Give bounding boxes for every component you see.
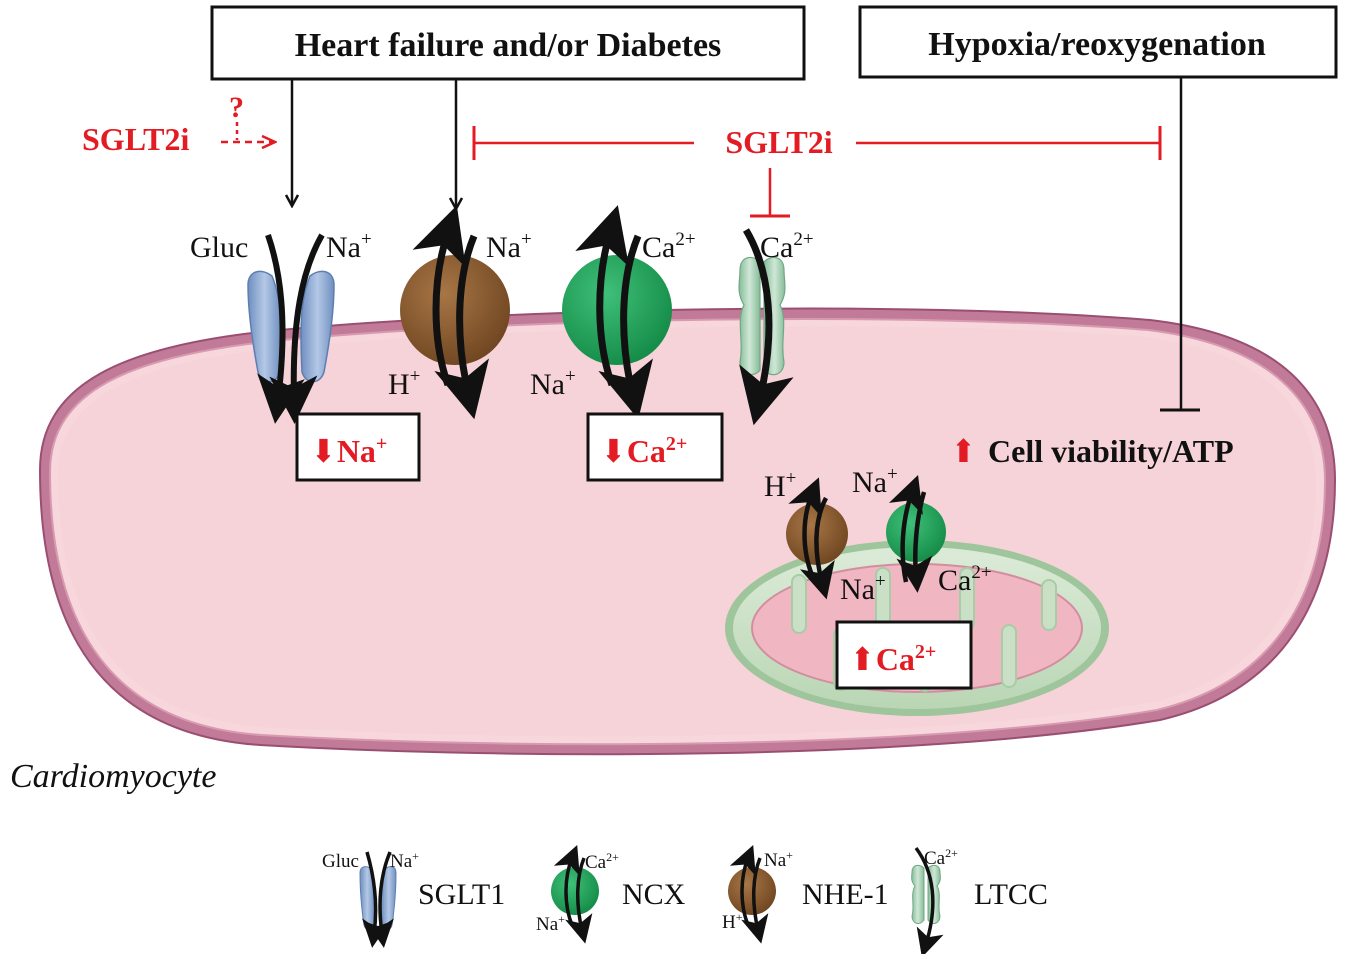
sglt2i-center-group: SGLT2i [472, 124, 1162, 218]
na-decrease-box: ⬇Na+ [295, 412, 421, 482]
legend-ncx-ca: Ca2+ [585, 850, 619, 873]
viability-effect: ⬆ Cell viability/ATP [950, 433, 1234, 469]
legend-ltcc-label: LTCC [974, 878, 1048, 911]
legend-sglt1-na: Na+ [390, 849, 419, 872]
hypoxia-inhibition [1160, 78, 1200, 412]
legend-ncx-na: Na+ [536, 912, 565, 935]
sglt2i-center-label: SGLT2i [725, 124, 832, 160]
legend: Gluc Na+ SGLT1 Ca2+ Na+ NCX Na+ H+ NHE-1 [322, 844, 1048, 958]
na-decrease-text: ⬇Na+ [310, 433, 387, 469]
ca-increase-box: ⬆Ca2+ [835, 620, 973, 690]
sglt1-gluc-label: Gluc [190, 231, 248, 264]
legend-nhe-na: Na+ [764, 848, 793, 871]
nhe-h-label: H+ [388, 366, 420, 401]
nhe1-transporter: Na+ H+ [388, 205, 532, 420]
down-arrow-icon: ⬇ [600, 433, 627, 469]
sglt1-transporter: Gluc Na+ [190, 229, 372, 424]
legend-ncx-label: NCX [622, 878, 686, 911]
legend-sglt1-gluc: Gluc [322, 851, 359, 872]
viability-text: Cell viability/ATP [988, 433, 1234, 469]
ncx-na-label: Na+ [530, 366, 576, 401]
sglt1-na-label: Na+ [326, 229, 372, 264]
up-arrow-icon: ⬆ [950, 433, 977, 469]
mito-ncx-na-label: Na+ [852, 464, 898, 499]
ltcc-ca-label: Ca2+ [760, 229, 814, 264]
mito-ncx-ca-label: Ca2+ [938, 562, 992, 597]
up-arrow-icon: ⬆ [849, 641, 876, 677]
heart-failure-box: Heart failure and/or Diabetes [210, 5, 806, 81]
ca-increase-text: ⬆Ca2+ [849, 641, 936, 677]
cardiomyocyte-cell [38, 307, 1337, 756]
legend-ncx: Ca2+ Na+ NCX [536, 844, 686, 944]
cell-cytoplasm [58, 326, 1316, 737]
legend-sglt1-label: SGLT1 [418, 878, 505, 911]
mito-nhe-transporter: H+ Na+ [764, 468, 886, 606]
hypoxia-title: Hypoxia/reoxygenation [928, 26, 1266, 63]
question-mark: ? [229, 91, 244, 124]
ncx-transporter: Ca2+ Na+ [530, 205, 696, 420]
legend-sglt1: Gluc Na+ SGLT1 [322, 849, 505, 948]
legend-ltcc: Ca2+ LTCC [911, 846, 1048, 958]
mito-nhe-na-label: Na+ [840, 571, 886, 606]
legend-nhe1: Na+ H+ NHE-1 [722, 844, 889, 944]
legend-nhe-label: NHE-1 [802, 878, 889, 911]
ca-decrease-box: ⬇Ca2+ [586, 412, 724, 482]
mito-nhe-h-label: H+ [764, 468, 796, 503]
ca-decrease-text: ⬇Ca2+ [600, 433, 687, 469]
down-arrow-icon: ⬇ [310, 433, 337, 469]
sglt2i-question-label: SGLT2i [82, 121, 189, 157]
ltcc-channel: Ca2+ [738, 228, 814, 426]
mito-ncx-transporter: Na+ Ca2+ [852, 464, 992, 597]
cell-label: Cardiomyocyte [10, 758, 216, 795]
heart-failure-title: Heart failure and/or Diabetes [295, 27, 722, 64]
nhe-na-label: Na+ [486, 229, 532, 264]
legend-ltcc-ca: Ca2+ [924, 846, 958, 869]
ncx-ca-label: Ca2+ [642, 229, 696, 264]
legend-nhe-h: H+ [722, 910, 743, 933]
sglt2i-question-group: SGLT2i ? [82, 91, 274, 157]
hypoxia-box: Hypoxia/reoxygenation [858, 5, 1338, 79]
